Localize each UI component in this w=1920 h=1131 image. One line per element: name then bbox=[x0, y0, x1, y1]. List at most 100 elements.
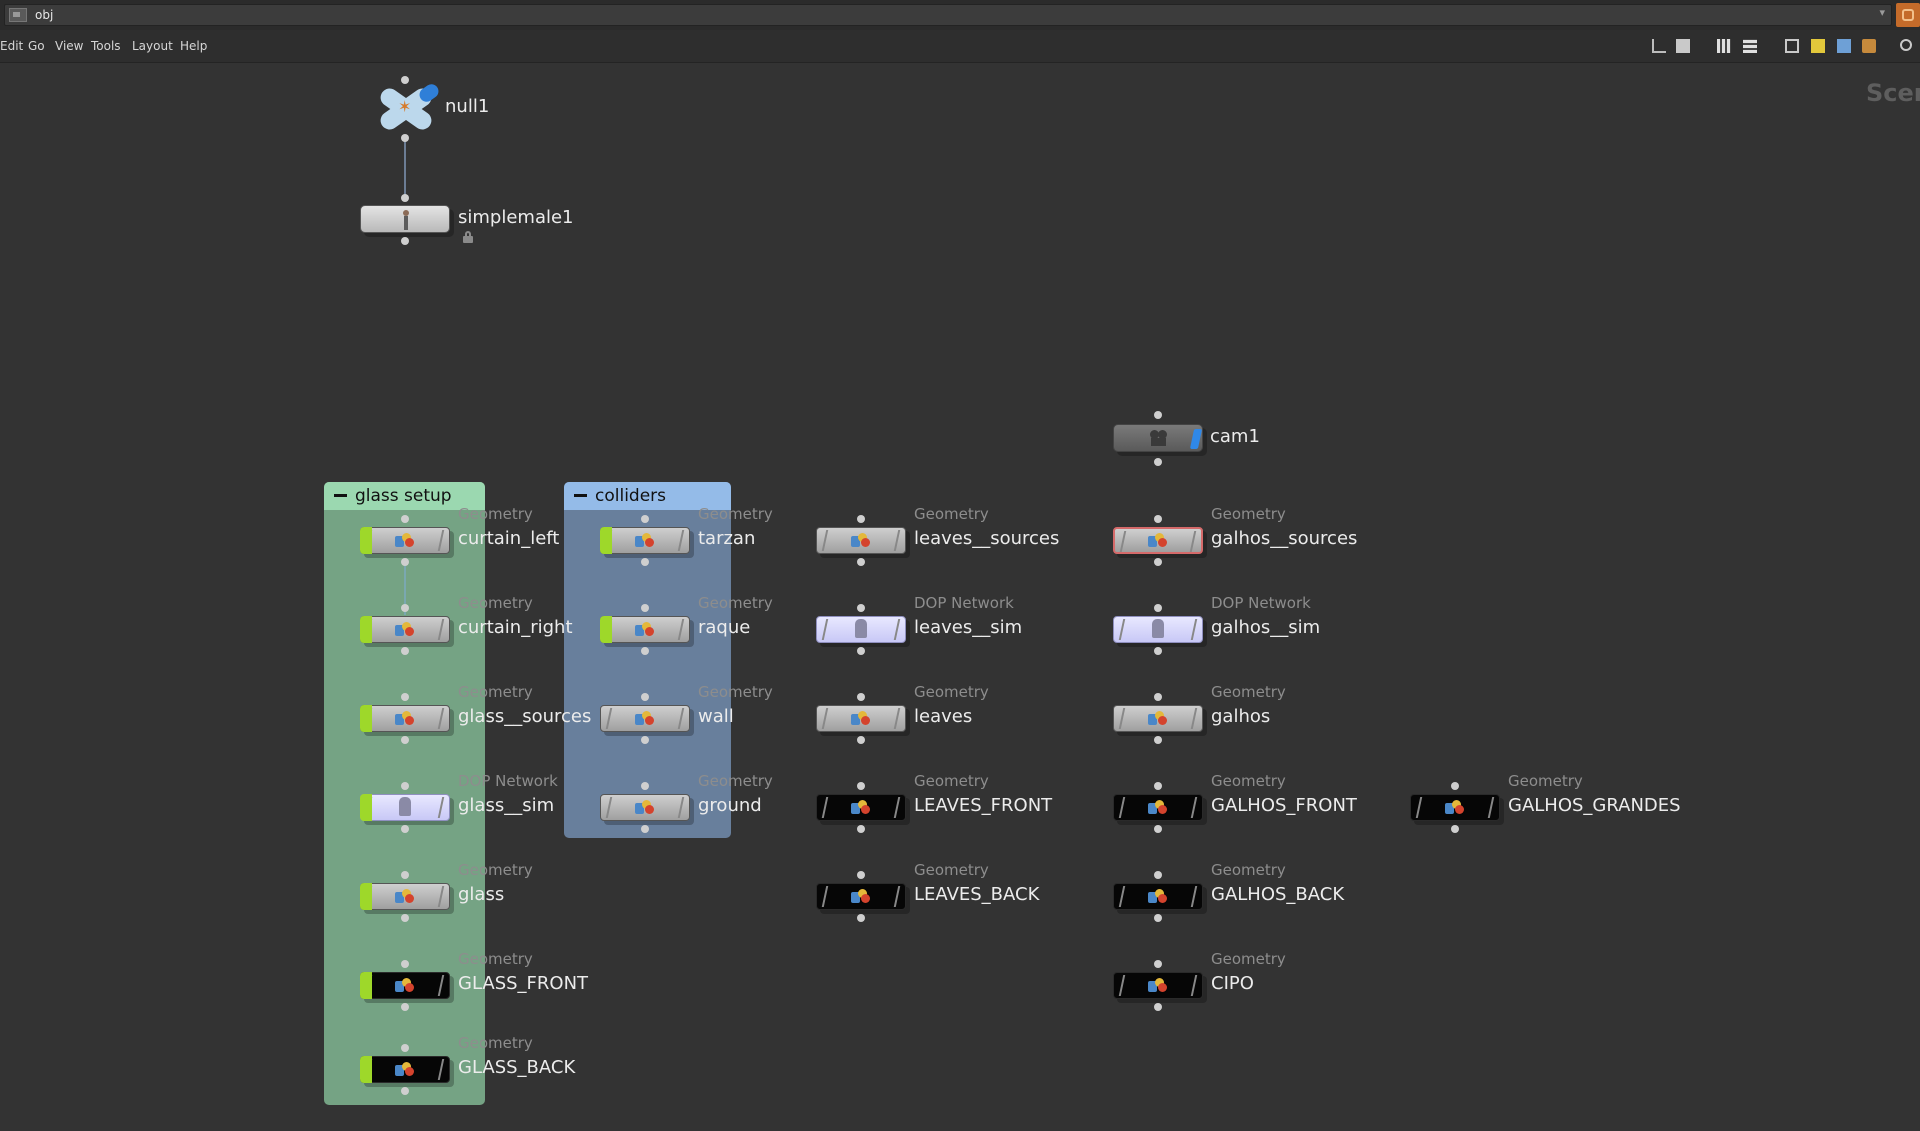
network-box-icon[interactable] bbox=[1785, 39, 1799, 53]
network-path-field[interactable]: obj ▾ bbox=[4, 4, 1892, 26]
menu-help[interactable]: Help bbox=[180, 39, 208, 53]
geometry-icon bbox=[1148, 888, 1168, 905]
node-body[interactable] bbox=[600, 616, 690, 643]
input-port[interactable] bbox=[641, 782, 649, 790]
output-port[interactable] bbox=[1154, 736, 1162, 744]
input-port[interactable] bbox=[1154, 782, 1162, 790]
grid-view-icon[interactable] bbox=[1717, 39, 1731, 53]
input-port[interactable] bbox=[401, 1044, 409, 1052]
display-flag[interactable] bbox=[360, 972, 372, 999]
input-port[interactable] bbox=[857, 515, 865, 523]
menu-view[interactable]: View bbox=[55, 39, 84, 53]
display-flag[interactable] bbox=[360, 616, 372, 643]
node-body[interactable] bbox=[360, 205, 450, 233]
pane-link-icon[interactable] bbox=[1896, 3, 1920, 27]
display-flag[interactable] bbox=[360, 883, 372, 910]
output-port[interactable] bbox=[1451, 825, 1459, 833]
display-flag[interactable] bbox=[360, 794, 372, 821]
output-port[interactable] bbox=[401, 736, 409, 744]
network-path-text: obj bbox=[35, 8, 54, 22]
output-port[interactable] bbox=[401, 237, 409, 245]
output-port[interactable] bbox=[1154, 558, 1162, 566]
input-port[interactable] bbox=[857, 782, 865, 790]
display-flag[interactable] bbox=[600, 616, 612, 643]
output-port[interactable] bbox=[401, 1087, 409, 1095]
display-flag[interactable] bbox=[360, 1056, 372, 1083]
input-port[interactable] bbox=[401, 782, 409, 790]
output-port[interactable] bbox=[401, 647, 409, 655]
input-port[interactable] bbox=[401, 604, 409, 612]
output-port[interactable] bbox=[1154, 825, 1162, 833]
output-port[interactable] bbox=[401, 558, 409, 566]
geometry-icon bbox=[635, 621, 655, 638]
output-port[interactable] bbox=[401, 825, 409, 833]
output-port[interactable] bbox=[857, 825, 865, 833]
display-options-icon[interactable] bbox=[1862, 39, 1876, 53]
output-port[interactable] bbox=[641, 825, 649, 833]
menu-edit[interactable]: Edit bbox=[0, 39, 24, 53]
geometry-icon bbox=[1148, 710, 1168, 727]
output-port[interactable] bbox=[857, 914, 865, 922]
menu-go[interactable]: Go bbox=[28, 39, 45, 53]
input-port[interactable] bbox=[401, 693, 409, 701]
output-port[interactable] bbox=[401, 134, 409, 142]
menu-layout[interactable]: Layout bbox=[132, 39, 173, 53]
input-port[interactable] bbox=[1451, 782, 1459, 790]
input-port[interactable] bbox=[401, 871, 409, 879]
display-flag[interactable] bbox=[360, 527, 372, 554]
network-canvas[interactable]: Scen glass setup colliders null1 bbox=[0, 63, 1920, 1131]
sticky-note-icon[interactable] bbox=[1811, 39, 1825, 53]
collapse-icon[interactable] bbox=[334, 494, 347, 497]
node-name: cam1 bbox=[1210, 426, 1260, 447]
search-icon[interactable] bbox=[1900, 39, 1912, 51]
background-image-icon[interactable] bbox=[1837, 39, 1851, 53]
path-dropdown-icon[interactable]: ▾ bbox=[1879, 6, 1885, 19]
netbox-header[interactable]: glass setup bbox=[324, 482, 485, 510]
input-port[interactable] bbox=[1154, 693, 1162, 701]
display-flag[interactable] bbox=[360, 705, 372, 732]
collapse-icon[interactable] bbox=[574, 494, 587, 497]
node-name: curtain_right bbox=[458, 617, 573, 638]
input-port[interactable] bbox=[857, 693, 865, 701]
input-port[interactable] bbox=[857, 604, 865, 612]
output-port[interactable] bbox=[857, 647, 865, 655]
output-port[interactable] bbox=[401, 1003, 409, 1011]
input-port[interactable] bbox=[1154, 604, 1162, 612]
node-body[interactable] bbox=[600, 705, 690, 732]
output-port[interactable] bbox=[641, 647, 649, 655]
node-body[interactable] bbox=[1113, 424, 1203, 452]
output-port[interactable] bbox=[857, 558, 865, 566]
input-port[interactable] bbox=[1154, 960, 1162, 968]
input-port[interactable] bbox=[641, 604, 649, 612]
input-port[interactable] bbox=[1154, 871, 1162, 879]
input-port[interactable] bbox=[641, 693, 649, 701]
network-type-icon[interactable] bbox=[9, 8, 27, 22]
output-port[interactable] bbox=[1154, 914, 1162, 922]
input-port[interactable] bbox=[857, 871, 865, 879]
input-port[interactable] bbox=[641, 515, 649, 523]
output-port[interactable] bbox=[1154, 1003, 1162, 1011]
display-flag[interactable] bbox=[600, 527, 612, 554]
output-port[interactable] bbox=[1154, 647, 1162, 655]
output-port[interactable] bbox=[641, 736, 649, 744]
input-port[interactable] bbox=[401, 515, 409, 523]
node-type-label: Geometry bbox=[1508, 772, 1583, 790]
node-body[interactable] bbox=[600, 794, 690, 821]
list-view-icon[interactable] bbox=[1676, 39, 1690, 53]
tree-view-icon[interactable] bbox=[1652, 39, 1666, 53]
output-port[interactable] bbox=[641, 558, 649, 566]
input-port[interactable] bbox=[1154, 515, 1162, 523]
input-port[interactable] bbox=[401, 194, 409, 202]
netbox-header[interactable]: colliders bbox=[564, 482, 731, 510]
detail-view-icon[interactable] bbox=[1743, 39, 1757, 53]
input-port[interactable] bbox=[1154, 411, 1162, 419]
output-port[interactable] bbox=[1154, 458, 1162, 466]
output-port[interactable] bbox=[857, 736, 865, 744]
node-body[interactable] bbox=[1113, 972, 1203, 999]
input-port[interactable] bbox=[401, 960, 409, 968]
menu-tools[interactable]: Tools bbox=[91, 39, 121, 53]
node-body[interactable] bbox=[360, 527, 450, 554]
display-flag[interactable] bbox=[1189, 429, 1203, 449]
output-port[interactable] bbox=[401, 914, 409, 922]
input-port[interactable] bbox=[401, 76, 409, 84]
